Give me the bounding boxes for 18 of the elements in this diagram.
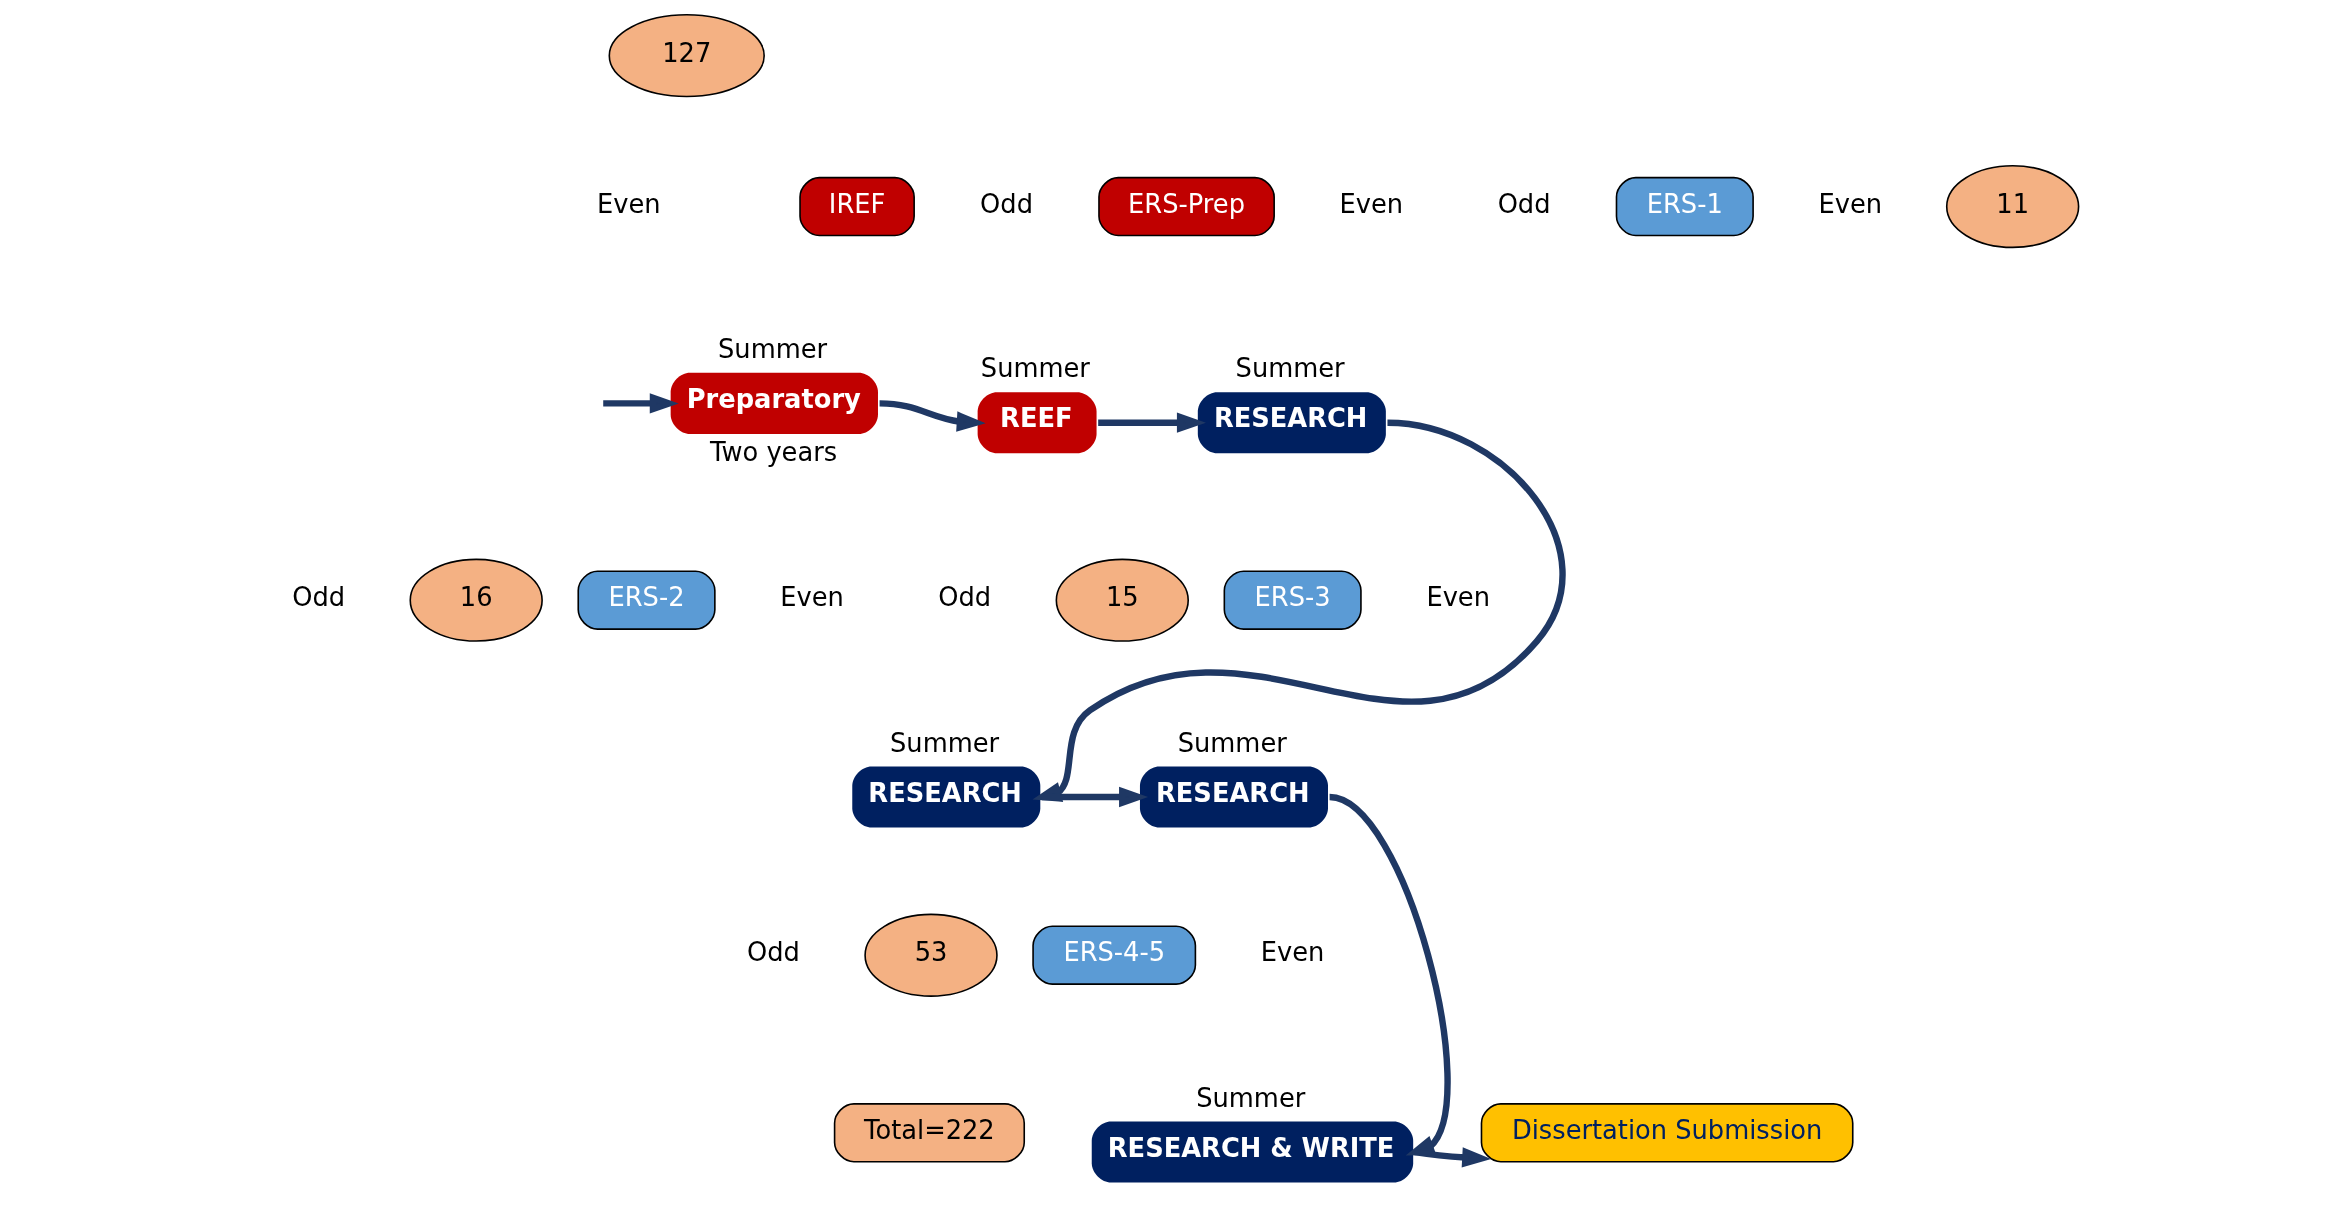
label: Odd: [938, 582, 992, 613]
label: Even: [1339, 188, 1404, 219]
node-label: Summer: [890, 727, 1000, 758]
label: Even: [1426, 582, 1490, 613]
label: Odd: [1497, 188, 1551, 219]
label: Even: [597, 188, 661, 219]
label: Odd: [292, 582, 346, 613]
label: Even: [1260, 937, 1325, 968]
node-label: Summer: [980, 353, 1090, 384]
label: Odd: [980, 188, 1033, 219]
label: Even: [1818, 188, 1883, 219]
node-label: Summer: [1235, 353, 1345, 384]
node-label: Two years: [710, 436, 838, 467]
label: Odd: [747, 937, 800, 968]
label: Even: [780, 582, 844, 613]
node-label: Summer: [1196, 1082, 1306, 1113]
node-label: Summer: [1177, 727, 1287, 758]
node-label: Summer: [718, 334, 828, 365]
